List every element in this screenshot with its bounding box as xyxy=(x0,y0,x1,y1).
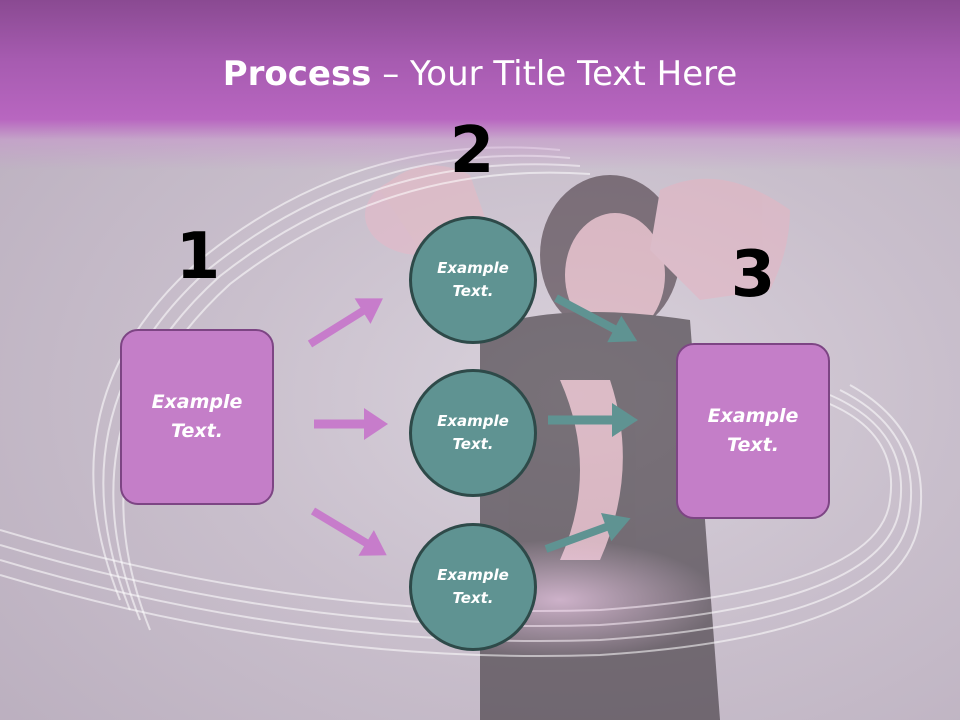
step-number-2: 2 xyxy=(449,114,495,188)
circle-middle-label: Example Text. xyxy=(437,412,509,453)
title-bold: Process xyxy=(222,54,372,94)
step-1-box: Example Text. xyxy=(120,329,274,505)
step-number-3: 3 xyxy=(730,238,776,312)
arrow-up-right-left xyxy=(307,298,383,348)
arrow-straight-right xyxy=(548,403,638,437)
arrow-down-right-left xyxy=(310,507,387,556)
step-1-label: Example Text. xyxy=(151,391,243,442)
step-number-1: 1 xyxy=(175,220,221,294)
circle-bottom-label: Example Text. xyxy=(437,566,509,607)
arrow-up-right-right xyxy=(544,513,631,553)
arrow-down-right-right xyxy=(554,294,638,343)
title-band xyxy=(0,0,960,170)
left-arrows xyxy=(307,298,388,556)
title-rest: – Your Title Text Here xyxy=(371,54,738,94)
step-3-box: Example Text. xyxy=(676,343,830,519)
right-arrows xyxy=(544,294,638,553)
slide-title: Process – Your Title Text Here xyxy=(0,52,960,96)
step-2-circle-middle: Example Text. xyxy=(409,369,537,497)
arrow-straight-left xyxy=(314,408,388,440)
circle-top-label: Example Text. xyxy=(437,259,509,300)
step-2-circle-bottom: Example Text. xyxy=(409,523,537,651)
step-2-circle-top: Example Text. xyxy=(409,216,537,344)
step-3-label: Example Text. xyxy=(707,405,799,456)
